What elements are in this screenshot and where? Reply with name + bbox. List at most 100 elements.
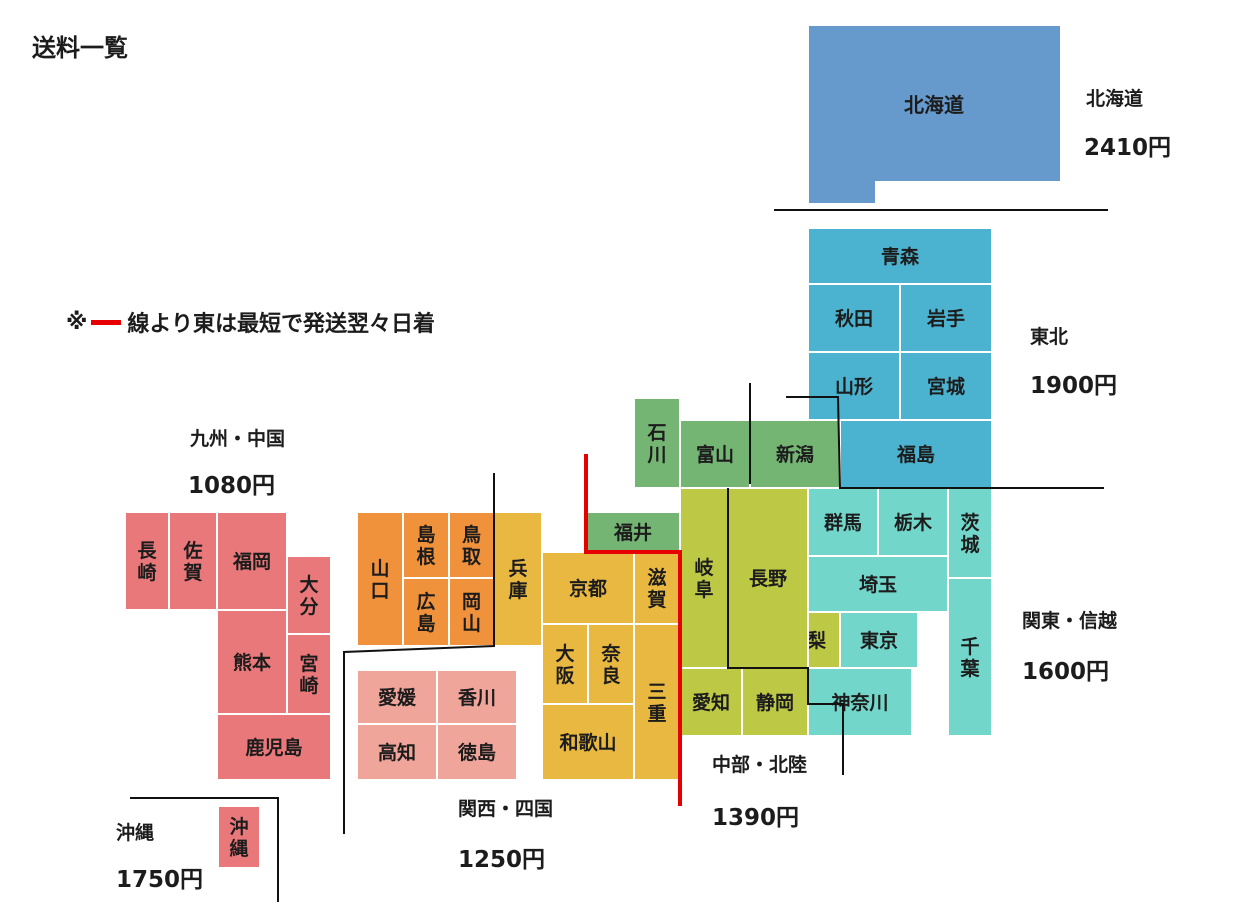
pref-label-miyagi: 宮城	[927, 375, 965, 398]
pref-aomori	[807, 227, 993, 285]
pref-kumamoto	[216, 609, 288, 715]
region-price-kansai: 1250円	[458, 847, 546, 873]
pref-ishikawa	[633, 397, 681, 489]
pref-kagoshima	[216, 713, 332, 781]
region-price-kanto: 1600円	[1022, 659, 1110, 685]
note-prefix: ※	[66, 309, 88, 335]
region-name-kyushu: 九州・中国	[190, 428, 286, 450]
pref-label-tokyo: 東京	[860, 629, 898, 652]
pref-label-mie: 三重	[647, 681, 666, 725]
pref-kanagawa	[807, 667, 913, 737]
delivery-boundary-red-line	[584, 454, 682, 806]
pref-label-kagawa: 香川	[457, 687, 496, 709]
pref-tochigi	[877, 487, 949, 557]
pref-osaka	[541, 623, 589, 705]
region-border-line	[786, 396, 1104, 489]
pref-kochi	[356, 723, 438, 781]
pref-chiba	[947, 577, 993, 737]
pref-label-nagano: 長野	[749, 568, 787, 590]
pref-label-oita: 大分	[299, 573, 318, 618]
pref-label-fukuoka: 福岡	[232, 550, 271, 573]
region-price-kyushu: 1080円	[188, 473, 276, 499]
region-name-kansai: 関西・四国	[458, 798, 554, 820]
pref-label-osaka: 大阪	[555, 642, 575, 687]
pref-kyoto	[541, 551, 635, 625]
pref-label-saga: 佐賀	[182, 539, 202, 584]
region-border-line	[727, 488, 844, 775]
pref-okinawa	[217, 805, 261, 869]
pref-label-tokushima: 徳島	[457, 741, 496, 764]
pref-okayama	[448, 577, 495, 647]
pref-label-kyoto: 京都	[569, 577, 607, 600]
pref-label-yamagata: 山形	[835, 376, 873, 398]
pref-label-toyama: 富山	[696, 443, 734, 466]
region-name-chubu: 中部・北陸	[712, 754, 808, 776]
pref-label-saitama: 埼玉	[859, 573, 897, 596]
pref-nagasaki	[124, 511, 170, 611]
shipping-note: ※ 線より東は最短で発送翌々日着	[66, 306, 435, 338]
pref-hokkaido	[807, 24, 1062, 205]
pref-label-kagoshima: 鹿児島	[245, 736, 302, 759]
region-price-okinawa: 1750円	[116, 867, 204, 893]
pref-aichi	[679, 667, 743, 737]
pref-nagano	[727, 487, 809, 669]
pref-iwate	[899, 283, 993, 353]
pref-saga	[168, 511, 218, 611]
pref-label-iwate: 岩手	[926, 307, 965, 330]
pref-label-tottori: 鳥取	[462, 523, 481, 568]
red-line-legend	[91, 319, 122, 325]
pref-niigata	[749, 419, 841, 489]
pref-label-ehime: 愛媛	[378, 686, 417, 709]
pref-label-ibaraki: 茨城	[960, 511, 979, 556]
pref-label-okayama: 岡山	[462, 591, 481, 635]
pref-label-akita: 秋田	[835, 307, 873, 330]
pref-oita	[286, 555, 332, 635]
page-title: 送料一覧	[32, 34, 128, 62]
pref-label-okinawa: 沖縄	[229, 815, 248, 860]
pref-label-nagasaki: 長崎	[137, 540, 157, 584]
pref-miyazaki	[286, 633, 332, 715]
note-text: 線より東は最短で発送翌々日着	[127, 312, 435, 337]
pref-label-aomori: 青森	[881, 245, 920, 268]
pref-label-shizuoka: 静岡	[756, 691, 794, 714]
pref-label-tochigi: 栃木	[894, 511, 933, 534]
pref-label-nara: 奈良	[600, 642, 621, 687]
pref-miyagi	[899, 351, 993, 421]
pref-label-wakayama: 和歌山	[559, 731, 616, 754]
pref-label-niigata: 新潟	[776, 443, 814, 466]
region-name-okinawa: 沖縄	[116, 822, 155, 844]
pref-tokushima	[436, 723, 518, 781]
pref-shizuoka	[741, 667, 809, 737]
pref-wakayama	[541, 703, 635, 781]
pref-tottori	[448, 511, 495, 579]
pref-akita	[807, 283, 901, 353]
pref-label-fukushima: 福島	[896, 443, 935, 466]
pref-label-hokkaido: 北海道	[904, 93, 964, 117]
region-price-hokkaido: 2410円	[1084, 135, 1172, 161]
pref-label-hyogo: 兵庫	[508, 558, 527, 602]
pref-label-ishikawa: 石川	[646, 422, 666, 466]
pref-label-kumamoto: 熊本	[233, 651, 271, 674]
region-name-hokkaido: 北海道	[1086, 88, 1144, 110]
pref-yamagata	[807, 351, 901, 421]
pref-shiga	[633, 551, 681, 625]
region-name-kanto: 関東・信越	[1022, 610, 1118, 632]
pref-ibaraki	[947, 487, 993, 579]
pref-label-chiba: 千葉	[959, 636, 980, 680]
pref-label-gifu: 岐阜	[694, 557, 714, 601]
pref-label-aichi: 愛知	[692, 691, 730, 714]
pref-label-shiga: 滋賀	[646, 566, 666, 611]
pref-label-hiroshima: 広島	[416, 590, 435, 635]
pref-label-gunma: 群馬	[823, 511, 862, 534]
region-price-chubu: 1390円	[712, 805, 800, 831]
pref-label-kochi: 高知	[378, 741, 416, 764]
region-price-tohoku: 1900円	[1030, 373, 1118, 399]
pref-label-miyazaki: 宮崎	[299, 652, 318, 697]
pref-label-kanagawa: 神奈川	[831, 691, 888, 714]
pref-label-yamaguchi: 山口	[370, 558, 389, 602]
pref-label-shimane: 島根	[416, 523, 435, 568]
region-name-tohoku: 東北	[1030, 326, 1069, 348]
region-border-line	[343, 473, 495, 834]
pref-shimane	[402, 511, 450, 579]
